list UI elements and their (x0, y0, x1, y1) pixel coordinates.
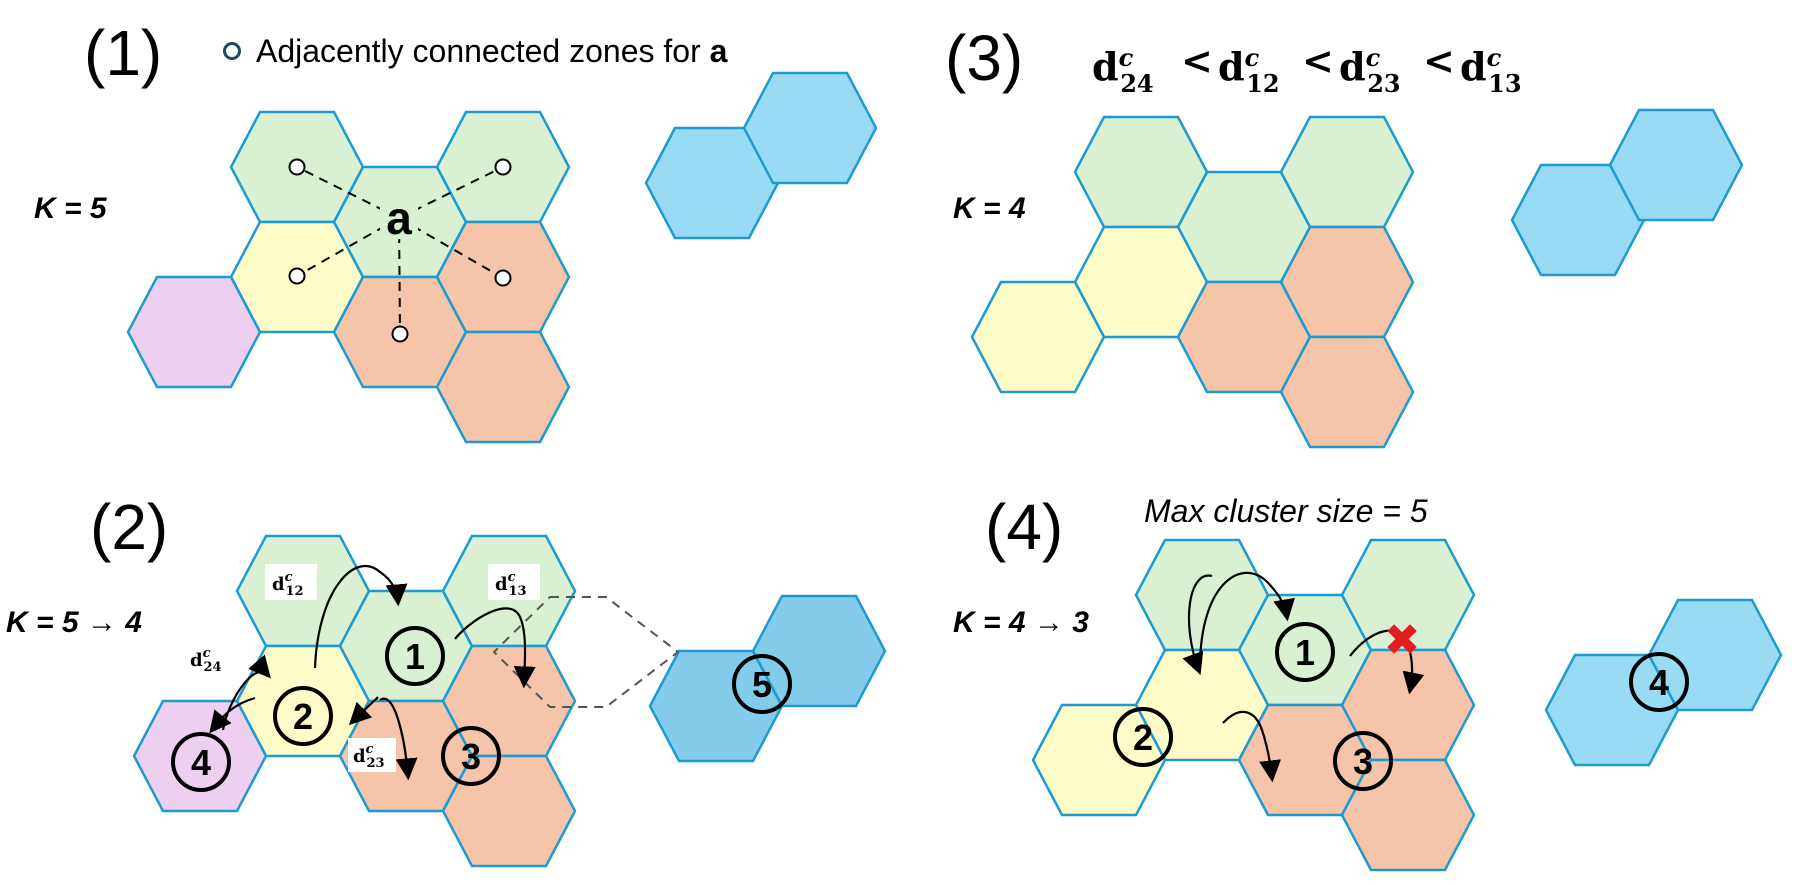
svg-text:1: 1 (1295, 632, 1315, 673)
panel-2-hexes (132, 534, 887, 868)
node-icon (494, 158, 512, 176)
k-label-3: K = 4 (953, 192, 1026, 225)
ineq-op-1: < (1181, 38, 1213, 83)
zone-hex (751, 594, 887, 708)
panel-1-hexes (126, 71, 878, 444)
zone-a-label: a (386, 192, 412, 244)
panel-2-label: (2) (90, 491, 168, 563)
svg-text:2: 2 (1133, 717, 1153, 758)
zone-hex (1608, 108, 1744, 222)
zone-hex (1279, 335, 1415, 449)
panel-2-arrows (209, 565, 536, 781)
blocked-merge-cross-icon: ✖ (1384, 615, 1421, 666)
panel-4-cluster-ids: 1 2 3 4 (1113, 622, 1689, 791)
svg-text:4: 4 (1649, 662, 1669, 703)
zone-hex (1279, 115, 1415, 229)
adjacency-nodes (288, 158, 512, 343)
cluster-3-marker: 3 (441, 726, 501, 786)
merged-zone-ghost (492, 596, 680, 708)
k-label-1: K = 5 (34, 192, 108, 225)
svg-text:1: 1 (405, 636, 425, 677)
cluster-2-marker: 2 (1113, 707, 1173, 767)
node-icon (391, 325, 409, 343)
panel-1: (1) Adjacently connected zones for a K =… (34, 17, 878, 444)
node-icon (494, 269, 512, 287)
max-cluster-caption: Max cluster size = 5 (1144, 493, 1428, 529)
svg-text:2: 2 (293, 696, 313, 737)
zone-hex (435, 330, 571, 444)
svg-text:4: 4 (191, 742, 211, 783)
zone-hex (126, 275, 262, 389)
node-icon (288, 267, 306, 285)
k-label-2: K = 5 → 4 (6, 606, 142, 639)
cluster-1-marker: 1 (1275, 622, 1335, 682)
panel-4-label: (4) (985, 491, 1063, 563)
k-label-4: K = 4 → 3 (953, 606, 1089, 639)
node-icon (288, 158, 306, 176)
panel-2-cluster-ids: 1 2 3 4 5 (171, 626, 792, 792)
ineq-op-3: < (1423, 38, 1455, 83)
svg-text:3: 3 (1353, 741, 1373, 782)
panel-4-arrows (1182, 571, 1425, 783)
legend-text: Adjacently connected zones for a (256, 33, 728, 69)
panel-4-hexes (1031, 538, 1783, 872)
cluster-4-marker: 4 (171, 732, 231, 792)
cluster-1-marker: 1 (385, 626, 445, 686)
panel-4: (4) Max cluster size = 5 K = 4 → 3 ✖ 1 2… (953, 491, 1783, 872)
zone-hex (132, 699, 268, 813)
zone-hex (742, 71, 878, 185)
svg-text:3: 3 (461, 736, 481, 777)
ineq-op-2: < (1302, 38, 1334, 83)
zone-hex (970, 280, 1106, 394)
panel-3-hexes (970, 108, 1744, 449)
svg-text:5: 5 (752, 664, 772, 705)
cluster-4-marker: 4 (1629, 652, 1689, 712)
cluster-3-marker: 3 (1333, 731, 1393, 791)
cluster-2-marker: 2 (273, 686, 333, 746)
cluster-5-marker: 5 (732, 654, 792, 714)
legend-node-icon (223, 42, 241, 60)
zone-hex (1031, 703, 1167, 817)
zone-hex (1279, 225, 1415, 339)
panel-1-label: (1) (84, 17, 162, 89)
panel-3-label: (3) (945, 22, 1023, 94)
